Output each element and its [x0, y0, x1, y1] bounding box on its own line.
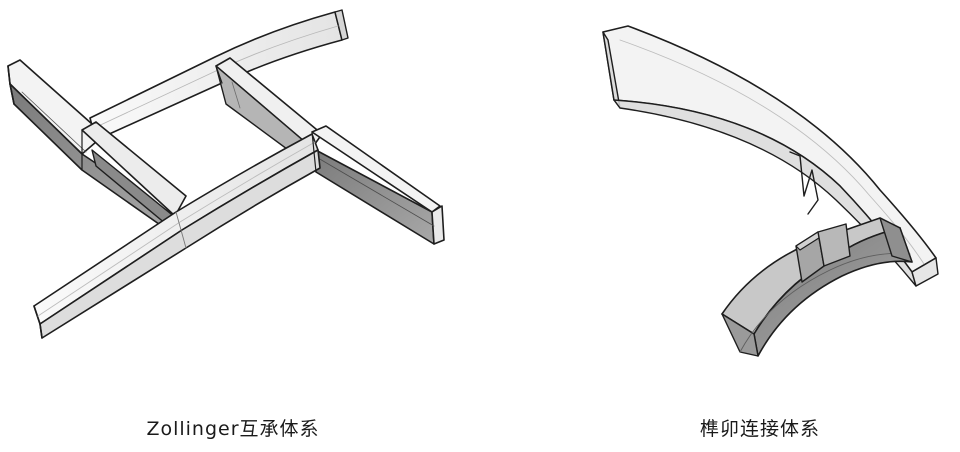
beam-front-bottom — [33, 133, 321, 339]
joint-line-right — [311, 131, 317, 173]
beam-right — [311, 125, 445, 245]
joint-line-top — [215, 65, 223, 84]
beam-inner-top — [215, 57, 323, 167]
caption-zollinger: Zollinger互承体系 — [146, 418, 320, 440]
mortise-tenon-diagram — [602, 25, 939, 357]
caption-mortise-tenon: 榫卯连接体系 — [699, 418, 821, 440]
curved-beam-upper — [602, 25, 939, 287]
curved-beam-lower — [721, 217, 913, 357]
zollinger-diagram — [7, 9, 445, 339]
